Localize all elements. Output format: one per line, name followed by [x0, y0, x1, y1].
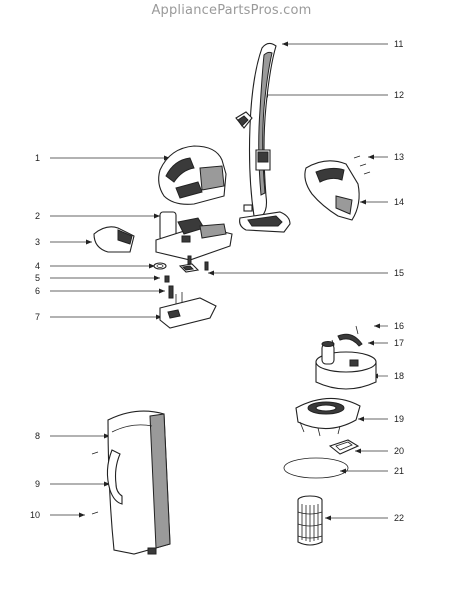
filter-lid: [315, 325, 377, 390]
callout-3: 3: [35, 237, 40, 247]
callout-2: 2: [35, 211, 40, 221]
callout-9: 9: [35, 479, 40, 489]
dust-cup-body: [91, 410, 171, 555]
callout-14: 14: [394, 197, 404, 207]
small-hardware: [153, 255, 209, 299]
callout-4: 4: [35, 261, 40, 271]
callout-12: 12: [394, 90, 404, 100]
callout-15: 15: [394, 268, 404, 278]
filter-housing: [295, 397, 361, 437]
callout-6: 6: [35, 286, 40, 296]
callout-8: 8: [35, 431, 40, 441]
handle-assembly: [235, 42, 291, 233]
small-cap: [93, 226, 135, 253]
callout-1: 1: [35, 153, 40, 163]
callout-19: 19: [394, 414, 404, 424]
callout-21: 21: [394, 466, 404, 476]
callout-7: 7: [35, 312, 40, 322]
callout-10: 10: [30, 510, 40, 520]
side-cover: [304, 155, 371, 221]
cylinder-filter: [297, 495, 323, 546]
callout-20: 20: [394, 446, 404, 456]
watermark: AppliancePartsPros.com: [151, 3, 312, 18]
callout-11: 11: [394, 39, 403, 49]
top-cover: [158, 145, 227, 205]
callout-22: 22: [394, 513, 404, 523]
callout-labels: 1 2 3 4 5 6 7 8 9 10 11 12 13 14 15 16 1…: [30, 39, 404, 523]
callout-18: 18: [394, 371, 404, 381]
motor-module: [155, 211, 233, 261]
seal-ring: [283, 457, 349, 479]
callout-17: 17: [394, 338, 404, 348]
callout-16: 16: [394, 321, 404, 331]
callout-5: 5: [35, 273, 40, 283]
bottom-bracket: [159, 292, 217, 329]
callout-13: 13: [394, 152, 404, 162]
gasket: [328, 439, 360, 455]
